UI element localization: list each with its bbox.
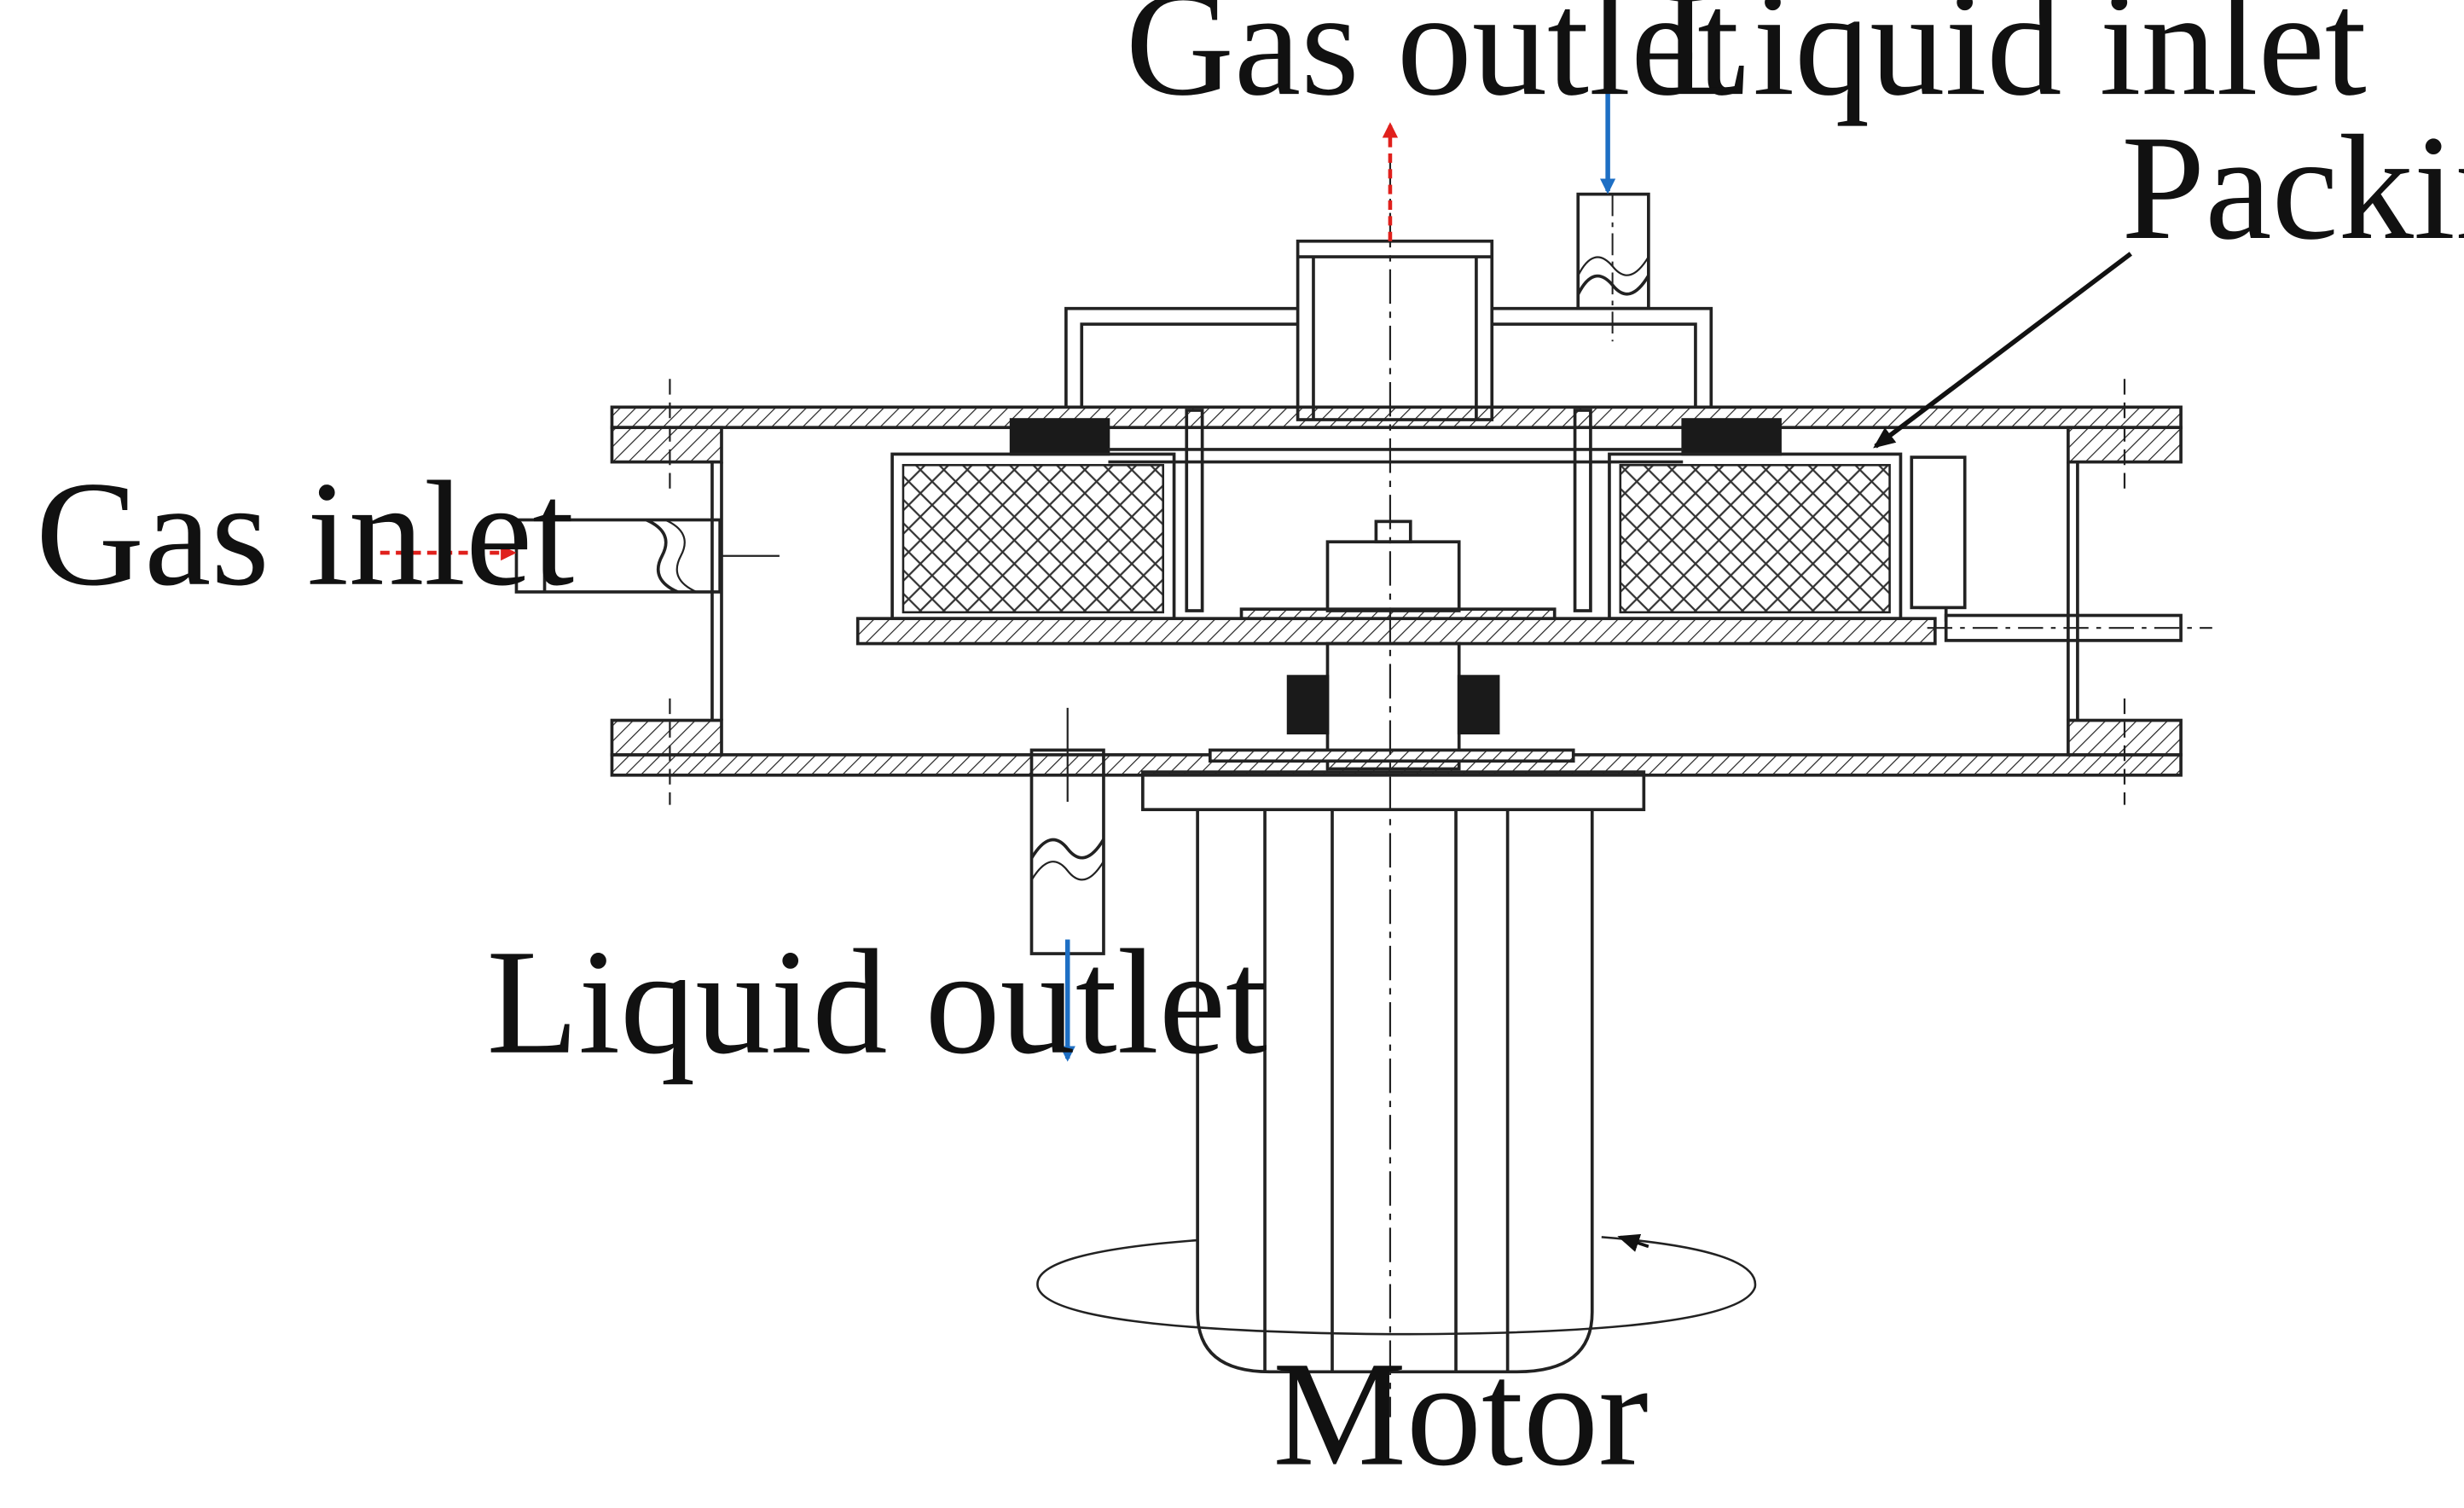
motor-body — [1141, 770, 1646, 1374]
motor-seat-plate — [1208, 748, 1575, 763]
packing-leader-arrow — [1873, 252, 2132, 449]
packing-left — [890, 452, 1176, 621]
packing-label: Packing — [2121, 105, 2464, 271]
liquid-outlet-label: Liquid outlet — [487, 919, 1267, 1086]
gas-outlet-label: Gas outlet — [1126, 0, 1739, 127]
top-casing-plate — [610, 405, 2183, 464]
bearing-seal-right — [1457, 675, 1500, 735]
gas-outlet-pipe — [1296, 239, 1494, 421]
bearing-seal-left — [1286, 675, 1330, 735]
motor-label: Motor — [1273, 1331, 1649, 1498]
bottom-casing-plate — [610, 718, 2183, 777]
liquid-inlet-label: Liquid inlet — [1661, 0, 2367, 127]
gas-inlet-label: Gas inlet — [36, 451, 574, 618]
distributor-cover — [1064, 306, 1713, 408]
packing-right — [1608, 452, 1903, 621]
gas-inlet-pipe — [514, 518, 780, 594]
shaft-hub — [1325, 519, 1461, 612]
rotation-indicator — [1036, 1236, 1757, 1336]
liquid-outlet-pipe — [1029, 707, 1105, 955]
top-seal-right — [1681, 418, 1782, 456]
right-drain-pipe — [1910, 455, 2212, 642]
flange-bolt-centerlines — [669, 379, 2126, 805]
liquid-distributor — [1108, 409, 1684, 612]
rotation-arrow — [1617, 1233, 1649, 1252]
top-seal-left — [1009, 418, 1110, 456]
rotor-disc — [855, 607, 1937, 646]
